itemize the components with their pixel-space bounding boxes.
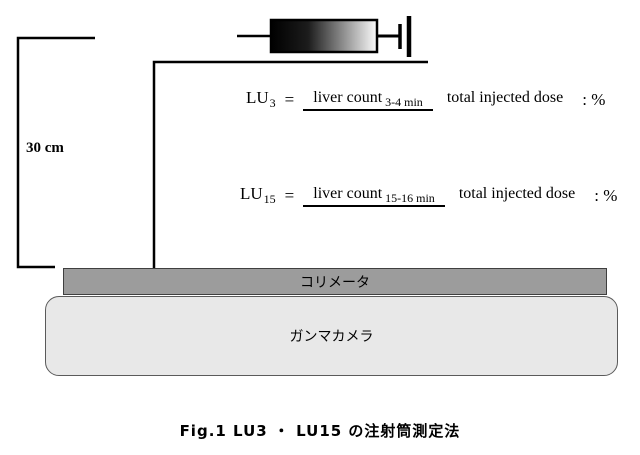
formula-lu3-denominator: total injected dose bbox=[446, 89, 564, 107]
percent-suffix: : % bbox=[594, 185, 618, 205]
syringe-barrel bbox=[269, 18, 379, 54]
formula-lu3-subscript: 3 bbox=[269, 96, 276, 111]
gamma-camera-label: ガンマカメラ bbox=[289, 329, 374, 345]
numerator-subscript: 3-4 min bbox=[385, 95, 423, 110]
formula-lu15-denominator: total injected dose bbox=[458, 185, 576, 203]
syringe-icon bbox=[237, 16, 412, 57]
numerator-text: liver count bbox=[313, 89, 383, 107]
equals-sign: = bbox=[284, 89, 295, 109]
collimator-label: コリメータ bbox=[300, 274, 370, 291]
numerator-subscript: 15-16 min bbox=[385, 191, 435, 206]
gamma-camera-body: ガンマカメラ bbox=[45, 296, 618, 376]
formula-lu15-subscript: 15 bbox=[263, 192, 276, 207]
figure-caption: Fig.1 LU3 ・ LU15 の注射筒測定法 bbox=[179, 422, 461, 440]
formula-lu15-symbol: LU bbox=[240, 184, 263, 203]
formula-lu15-lhs: LU15 bbox=[240, 184, 276, 207]
percent-suffix: : % bbox=[582, 89, 606, 109]
formula-lu3-lhs: LU3 bbox=[246, 88, 276, 111]
equals-sign: = bbox=[284, 185, 295, 205]
numerator-text: liver count bbox=[313, 185, 383, 203]
formula-lu3-symbol: LU bbox=[246, 88, 269, 107]
distance-label: 30 cm bbox=[26, 140, 64, 156]
collimator-bar: コリメータ bbox=[63, 268, 607, 295]
